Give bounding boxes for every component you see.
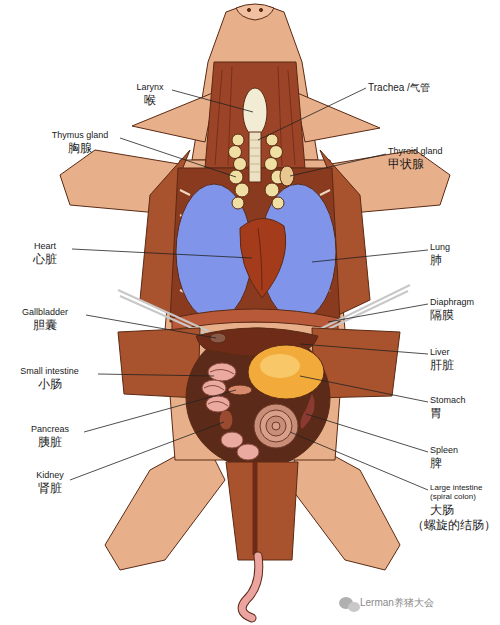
part-label: Thyroid gland — [388, 146, 488, 156]
part-label: 胃 — [430, 407, 495, 421]
part-label: 胸腺 — [40, 142, 120, 156]
colon-coil — [266, 416, 286, 436]
part-label: 脾 — [430, 457, 490, 471]
part-label: （螺旋的结肠） — [412, 519, 500, 533]
leader-line — [290, 154, 386, 176]
part-label: Diaphragm — [430, 297, 500, 307]
part-label: Trachea /气管 — [368, 82, 478, 94]
intestine-fold — [204, 369, 234, 406]
part-label: 隔膜 — [430, 309, 500, 323]
part-label: Stomach — [430, 395, 495, 405]
part-label: Kidney — [20, 470, 80, 480]
nostril — [247, 8, 250, 11]
part-label: 肝脏 — [430, 359, 490, 373]
part-label: Larynx — [125, 82, 175, 92]
colon-coil — [260, 410, 292, 442]
stomach-highlight — [260, 354, 300, 378]
leader-line — [312, 250, 428, 262]
leader-line — [328, 304, 428, 322]
leader-line — [98, 374, 214, 376]
tail — [242, 556, 259, 618]
thymus-lobe — [232, 134, 244, 146]
thymus-gland — [229, 134, 286, 209]
leader-line — [120, 138, 236, 177]
part-label: 心脏 — [20, 253, 70, 267]
larynx — [243, 88, 267, 136]
watermark: Lerman养猪大会 — [360, 597, 498, 609]
leader-line — [86, 315, 216, 338]
gallbladder — [210, 333, 226, 343]
thymus-lobe — [265, 158, 278, 171]
spiral-colon — [254, 404, 298, 448]
thymus-lobe — [235, 183, 249, 197]
part-label: 胰脏 — [15, 436, 85, 450]
snout — [236, 4, 274, 20]
watermark-bubble — [348, 602, 360, 612]
heart-vessel — [258, 228, 262, 290]
spleen — [300, 392, 316, 430]
part-label: Liver — [430, 347, 490, 357]
heart — [240, 218, 286, 298]
part-label: 肾脏 — [20, 482, 80, 496]
tail — [242, 556, 259, 618]
ear — [295, 92, 380, 142]
small-intestine — [202, 363, 259, 460]
part-label: Large intestine (spiral colon) — [430, 483, 498, 501]
leader-line — [258, 88, 366, 140]
thymus-lobe — [229, 146, 242, 159]
leader-line — [72, 249, 252, 258]
intestine-loop — [206, 396, 230, 412]
part-label: Lung — [430, 242, 490, 252]
leader-line — [70, 422, 224, 480]
part-label: 胆囊 — [5, 319, 85, 333]
intestine-loop — [221, 432, 243, 448]
skin-flap — [226, 462, 298, 560]
intestine-loop — [208, 363, 236, 381]
part-label: 小肠 — [2, 378, 97, 392]
thymus-lobe — [266, 134, 278, 146]
pancreas — [228, 385, 252, 395]
colon-coil — [254, 404, 298, 448]
lung — [176, 184, 252, 320]
part-label: Spleen — [430, 445, 490, 455]
part-label: Heart — [20, 241, 70, 251]
thymus-lobe — [265, 183, 279, 197]
stomach — [248, 345, 324, 399]
part-label: Gallbladder — [5, 307, 85, 317]
leader-line — [290, 432, 428, 490]
thymus-lobe — [272, 197, 284, 209]
trachea-rings — [249, 140, 261, 172]
colon-coil — [272, 422, 280, 430]
part-label: Pancreas — [15, 424, 85, 434]
watermark-icon — [339, 597, 360, 612]
thymus-lobe — [270, 146, 283, 159]
part-label: Small intestine — [2, 366, 97, 376]
rectum — [253, 462, 258, 555]
rib-cage — [170, 168, 340, 322]
part-label: 甲状腺 — [388, 158, 488, 172]
part-label: 肺 — [430, 254, 490, 268]
thymus-lobe — [234, 158, 247, 171]
kidney — [219, 410, 233, 430]
nostril — [259, 8, 262, 11]
leader-line — [300, 344, 428, 354]
leader-line — [300, 376, 428, 402]
thyroid-gland — [280, 166, 294, 186]
part-label: 大肠 — [430, 504, 498, 518]
thymus-lobe — [232, 197, 244, 209]
leader-line — [172, 90, 253, 112]
intestine-loop — [237, 444, 259, 460]
part-label: Thymus gland — [40, 130, 120, 140]
part-label: 喉 — [125, 94, 175, 108]
